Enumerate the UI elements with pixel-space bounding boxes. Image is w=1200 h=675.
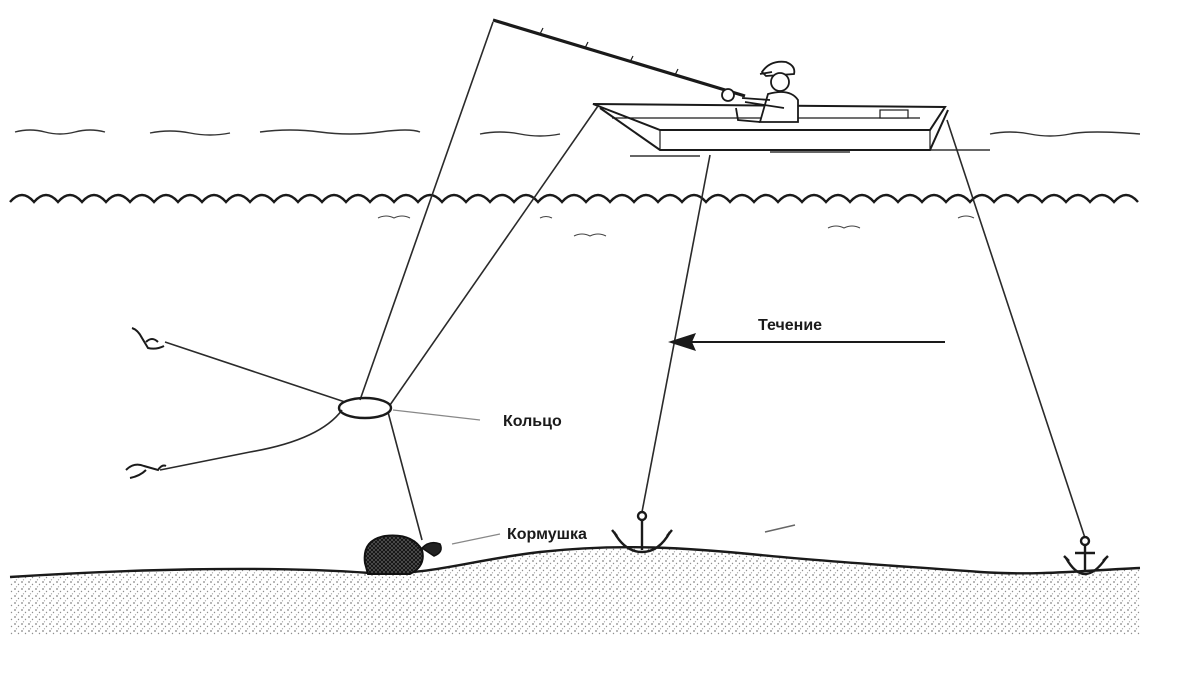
anchor-icon xyxy=(1063,535,1109,576)
leader-upper xyxy=(164,341,346,403)
ring-to-feeder-line xyxy=(387,411,423,541)
main-line xyxy=(359,21,494,401)
fishing-rod-icon xyxy=(492,18,746,102)
river-bottom xyxy=(10,547,1140,635)
fishing-lines xyxy=(159,21,1086,541)
current-arrow xyxy=(668,333,945,351)
ring-icon xyxy=(337,396,393,420)
feeder-label-leader xyxy=(451,533,501,545)
ring-label: Кольцо xyxy=(503,413,562,430)
water-ripples xyxy=(377,215,975,237)
river-bottom-edge xyxy=(9,545,1141,579)
ring-label-leader xyxy=(392,409,481,421)
leader-lower xyxy=(159,409,343,471)
boat-line xyxy=(389,105,599,406)
feeder-label: Кормушка xyxy=(507,526,587,543)
fish-hook-icon xyxy=(131,327,165,350)
fish-hook-icon xyxy=(125,463,167,479)
fisherman-icon xyxy=(735,60,799,123)
anchor-icon xyxy=(611,510,673,554)
anchor-rope-right xyxy=(946,119,1086,539)
water-surface-waves xyxy=(9,193,1139,204)
anchor-rope-middle xyxy=(641,154,711,513)
feeder-icon xyxy=(363,534,442,575)
river-bottom-debris xyxy=(764,524,796,533)
current-label: Течение xyxy=(758,317,823,334)
distant-water-line xyxy=(14,129,1141,157)
